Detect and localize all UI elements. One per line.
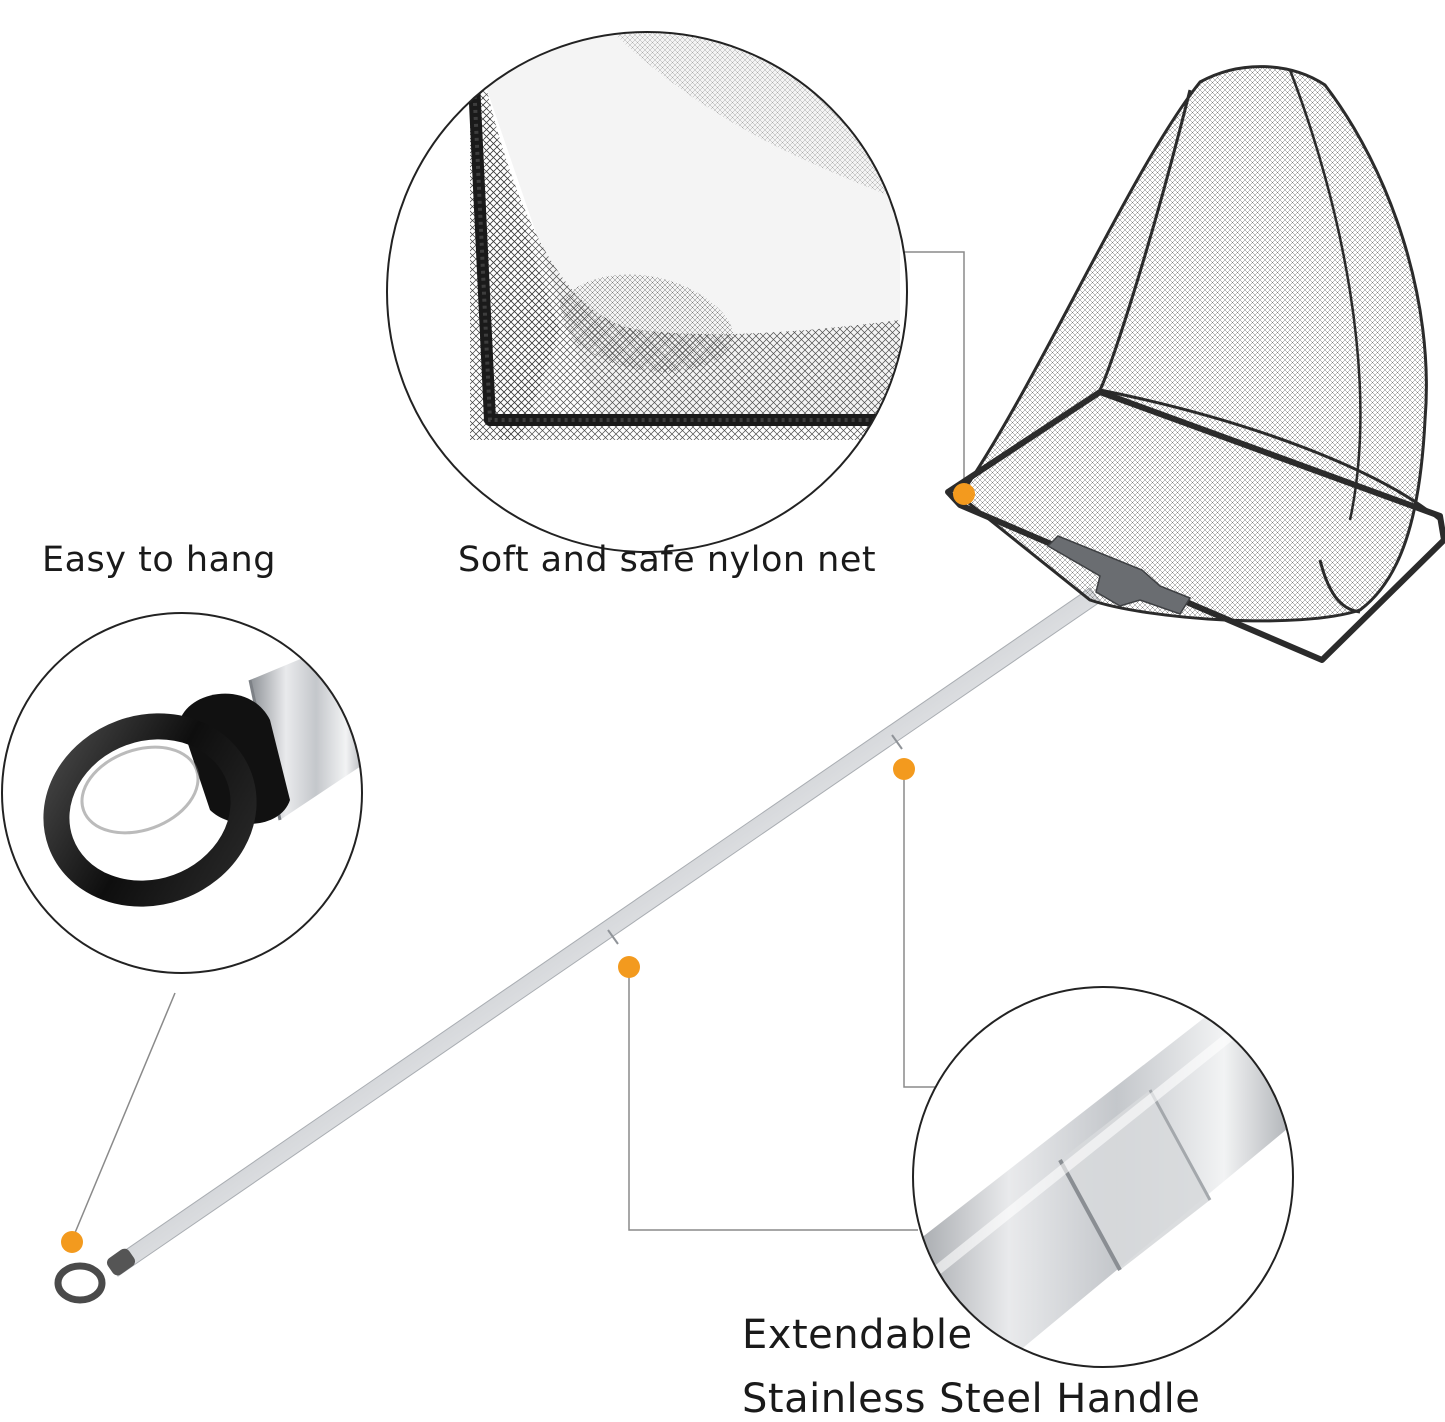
dot-handle-upper <box>893 758 915 780</box>
dot-hang <box>61 1231 83 1253</box>
callout-line-hang <box>71 992 176 1241</box>
dot-net <box>953 483 975 505</box>
callout-line-net <box>903 251 965 493</box>
callout-line-handle-upper <box>903 770 935 1088</box>
tube-zoom-circle <box>912 986 1294 1368</box>
fish-net-product <box>54 65 1445 1304</box>
label-extendable: Extendable <box>742 1312 973 1358</box>
label-easy-to-hang: Easy to hang <box>42 540 276 580</box>
net-bag <box>957 65 1428 623</box>
callout-lines <box>71 251 965 1241</box>
callout-line-handle-lower <box>628 968 918 1231</box>
indicator-dots <box>61 483 975 1253</box>
dot-handle-lower <box>618 956 640 978</box>
net-zoom-circle <box>386 31 908 553</box>
frame-connector <box>1046 535 1192 615</box>
handle-end-ring <box>54 1262 106 1304</box>
label-stainless-handle: Stainless Steel Handle <box>742 1376 1201 1422</box>
ring-zoom-circle <box>1 612 363 974</box>
net-frame <box>945 389 1445 663</box>
label-nylon-net: Soft and safe nylon net <box>458 540 877 580</box>
